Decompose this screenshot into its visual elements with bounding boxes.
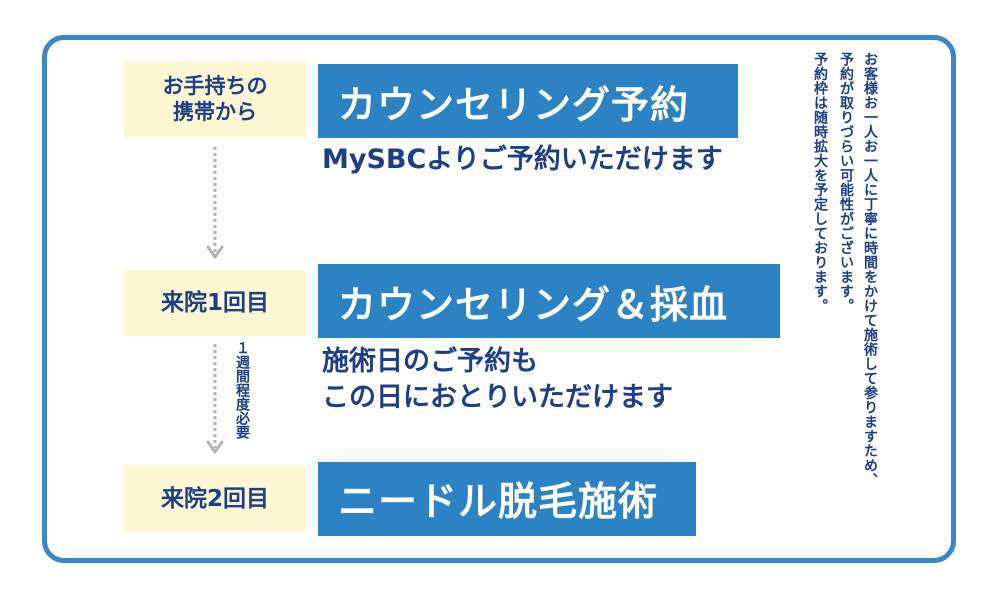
step-2-description-line1: 施術日のご予約も bbox=[322, 346, 538, 377]
step-2-label-text: 来院1回目 bbox=[160, 289, 269, 316]
side-note-line2: 予約が取りづらい可能性がございます。 bbox=[838, 52, 854, 313]
step-2-description-line2: この日におとりいただけます bbox=[322, 382, 673, 413]
side-note-line1: お客様お一人お一人に丁寧に時間をかけて施術して参りますため、 bbox=[862, 52, 878, 487]
step-1-description: MySBCよりご予約いただけます bbox=[322, 144, 723, 175]
down-arrow-icon bbox=[206, 147, 224, 259]
step-3-label-text: 来院2回目 bbox=[160, 485, 269, 512]
step-1-title: カウンセリング予約 bbox=[318, 64, 738, 138]
down-arrow-icon bbox=[206, 344, 224, 454]
side-note-line3: 予約枠は随時拡大を予定しております。 bbox=[812, 52, 828, 313]
step-3-label: 来院2回目 bbox=[124, 466, 306, 532]
interval-note: １週間程度必要 bbox=[234, 341, 250, 439]
step-1-label: お手持ちの 携帯から bbox=[124, 61, 306, 137]
step-1-label-line1: お手持ちの bbox=[162, 73, 268, 98]
step-2-label: 来院1回目 bbox=[124, 270, 306, 336]
step-3-title: ニードル脱毛施術 bbox=[318, 462, 696, 536]
step-2-title: カウンセリング＆採血 bbox=[318, 264, 780, 338]
step-1-label-line2: 携帯から bbox=[173, 100, 257, 124]
